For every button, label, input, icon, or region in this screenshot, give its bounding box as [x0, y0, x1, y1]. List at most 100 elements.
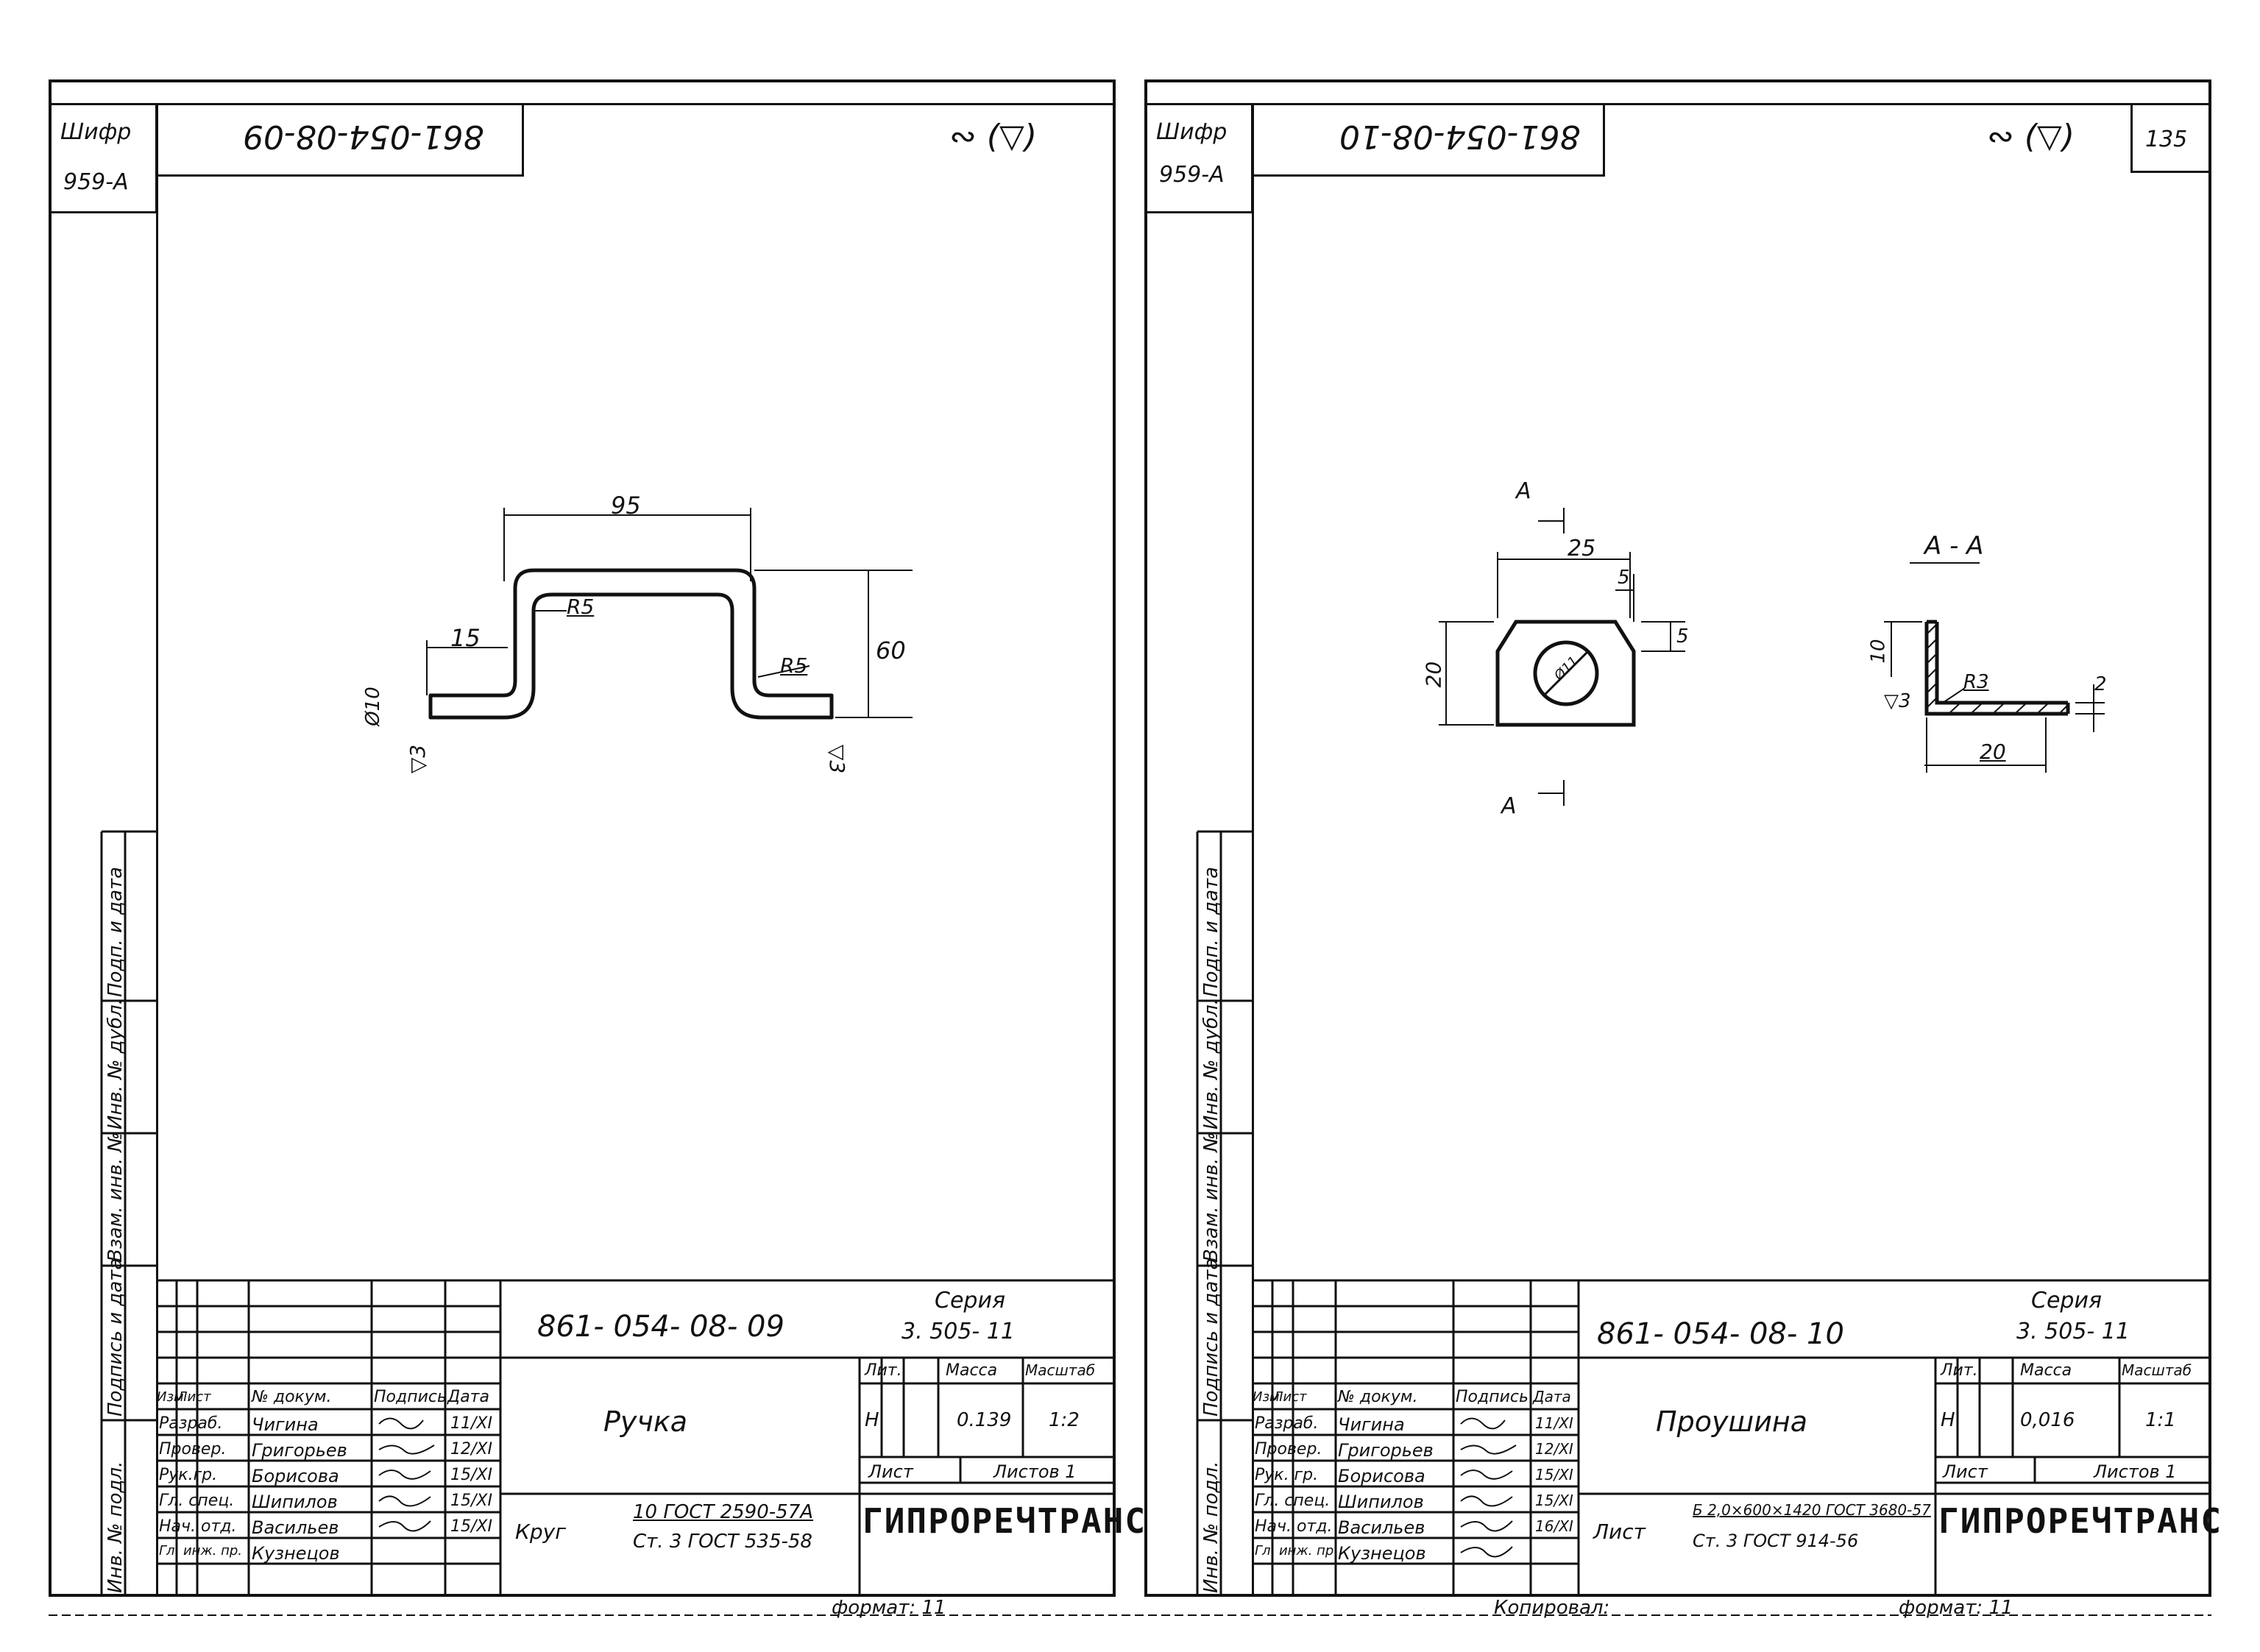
right-col-header-1: Изм: [1253, 1389, 1280, 1405]
right-part-name: Проушина: [1656, 1405, 1808, 1438]
right-person-1: Чигина: [1338, 1414, 1405, 1435]
right-person-5: Васильев: [1338, 1517, 1425, 1538]
left-material-prefix: Круг: [515, 1520, 566, 1544]
right-page-number: 135: [2145, 127, 2188, 152]
left-cipher-value: 959-А: [63, 169, 129, 195]
left-scale-label: Масштаб: [1025, 1361, 1096, 1379]
right-section-mark-bottom: А: [1501, 793, 1517, 819]
right-col-header-4: Подпись: [1456, 1388, 1528, 1406]
left-person-3: Борисова: [252, 1466, 339, 1486]
left-cipher-label: Шифр: [60, 119, 132, 145]
left-col-header-5: Дата: [447, 1388, 489, 1406]
left-top-stamp: [156, 103, 524, 177]
left-role-6: Гл. инж. пр.: [159, 1543, 243, 1559]
right-doc-number: 861- 054- 08- 10: [1597, 1317, 1844, 1351]
right-role-1: Разраб.: [1255, 1414, 1319, 1433]
right-material-bottom: Ст. 3 ГОСТ 914-56: [1693, 1531, 1859, 1551]
right-date-1: 11/XI: [1535, 1414, 1573, 1432]
left-mass-value: 0.139: [957, 1409, 1012, 1431]
right-role-6: Гл. инж. пр.: [1255, 1543, 1339, 1559]
right-dim-5-vertical: 5: [1676, 625, 1689, 648]
right-cipher-value: 959-А: [1159, 162, 1225, 188]
right-col-header-5: Дата: [1533, 1388, 1571, 1405]
left-role-1: Разраб.: [159, 1414, 223, 1433]
left-sheet-label: Лист: [868, 1461, 913, 1482]
left-series-value: 3. 505- 11: [901, 1319, 1015, 1344]
right-person-6: Кузнецов: [1338, 1543, 1426, 1564]
footer-format-left: формат: 11: [832, 1597, 946, 1619]
right-inner-frame: [1252, 103, 2211, 1597]
right-sheet-label: Лист: [1943, 1461, 1988, 1482]
left-dim-r5-outer: R5: [780, 653, 808, 678]
left-person-5: Васильев: [252, 1517, 339, 1538]
right-mass-label: Масса: [2020, 1361, 2072, 1380]
left-role-5: Нач. отд.: [159, 1517, 237, 1536]
right-scale-value: 1:1: [2145, 1409, 2176, 1431]
left-date-1: 11/XI: [450, 1414, 492, 1433]
left-person-4: Шипилов: [252, 1492, 338, 1512]
left-role-3: Рук.гр.: [159, 1466, 218, 1484]
right-dim-20-base: 20: [1980, 740, 2006, 764]
right-lit-value: Н: [1941, 1409, 1955, 1431]
right-date-2: 12/XI: [1535, 1440, 1573, 1458]
right-section-title: А - А: [1924, 531, 1984, 561]
left-date-3: 15/XI: [450, 1466, 492, 1484]
right-mass-value: 0,016: [2020, 1409, 2075, 1431]
left-col-header-4: Подпись: [374, 1388, 447, 1406]
left-col-header-2: Лист: [177, 1389, 211, 1405]
right-material-top: Б 2,0×600×1420 ГОСТ 3680-57: [1693, 1501, 1931, 1519]
right-rough-mark: ▽3: [1884, 690, 1911, 712]
left-dim-60: 60: [876, 637, 906, 664]
right-section-mark-top: А: [1516, 478, 1531, 504]
left-sheets-label: Листов 1: [993, 1461, 1077, 1482]
right-person-4: Шипилов: [1338, 1492, 1424, 1512]
left-series-label: Серия: [935, 1288, 1005, 1314]
right-date-4: 15/XI: [1535, 1492, 1573, 1509]
right-col-header-2: Лист: [1273, 1389, 1307, 1405]
right-lit-label: Лит.: [1941, 1361, 1978, 1380]
right-top-stamp: [1252, 103, 1605, 177]
left-col-header-3: № докум.: [252, 1388, 332, 1406]
footer-format-right: формат: 11: [1899, 1597, 2013, 1619]
left-person-2: Григорьев: [252, 1440, 347, 1461]
right-person-3: Борисова: [1338, 1466, 1425, 1486]
left-col-header-1: Изм: [157, 1389, 184, 1405]
footer-copied: Копировал:: [1494, 1597, 1610, 1619]
right-dim-5-horizontal: 5: [1618, 567, 1630, 589]
left-date-4: 15/XI: [450, 1492, 492, 1510]
left-date-5: 15/XI: [450, 1517, 492, 1536]
right-organization: ГИПРОРЕЧТРАНС: [1938, 1501, 2223, 1541]
left-role-2: Провер.: [159, 1440, 227, 1458]
right-roughness-symbol: ∾ (▽): [1987, 118, 2075, 155]
right-scale-label: Масштаб: [2122, 1361, 2192, 1379]
right-dim-r3: R3: [1963, 671, 1989, 693]
right-role-3: Рук. гр.: [1255, 1466, 1319, 1484]
left-inner-frame: [156, 103, 1116, 1597]
left-lit-value: Н: [865, 1409, 879, 1431]
left-dim-15: 15: [450, 624, 481, 652]
right-series-label: Серия: [2031, 1288, 2102, 1314]
right-material-prefix: Лист: [1593, 1520, 1646, 1544]
right-page-number-box: [2130, 103, 2211, 173]
left-lit-label: Лит.: [865, 1361, 902, 1380]
left-material-top: 10 ГОСТ 2590-57А: [633, 1501, 814, 1523]
right-dim-2: 2: [2094, 673, 2107, 695]
left-material-bottom: Ст. 3 ГОСТ 535-58: [633, 1531, 812, 1553]
right-series-value: 3. 505- 11: [2016, 1319, 2130, 1344]
left-part-name: Ручка: [603, 1405, 688, 1438]
right-person-2: Григорьев: [1338, 1440, 1434, 1461]
right-cipher-label: Шифр: [1156, 119, 1228, 145]
right-date-3: 15/XI: [1535, 1466, 1573, 1483]
left-scale-value: 1:2: [1049, 1409, 1080, 1431]
left-person-1: Чигина: [252, 1414, 319, 1435]
right-dim-25: 25: [1568, 536, 1596, 561]
